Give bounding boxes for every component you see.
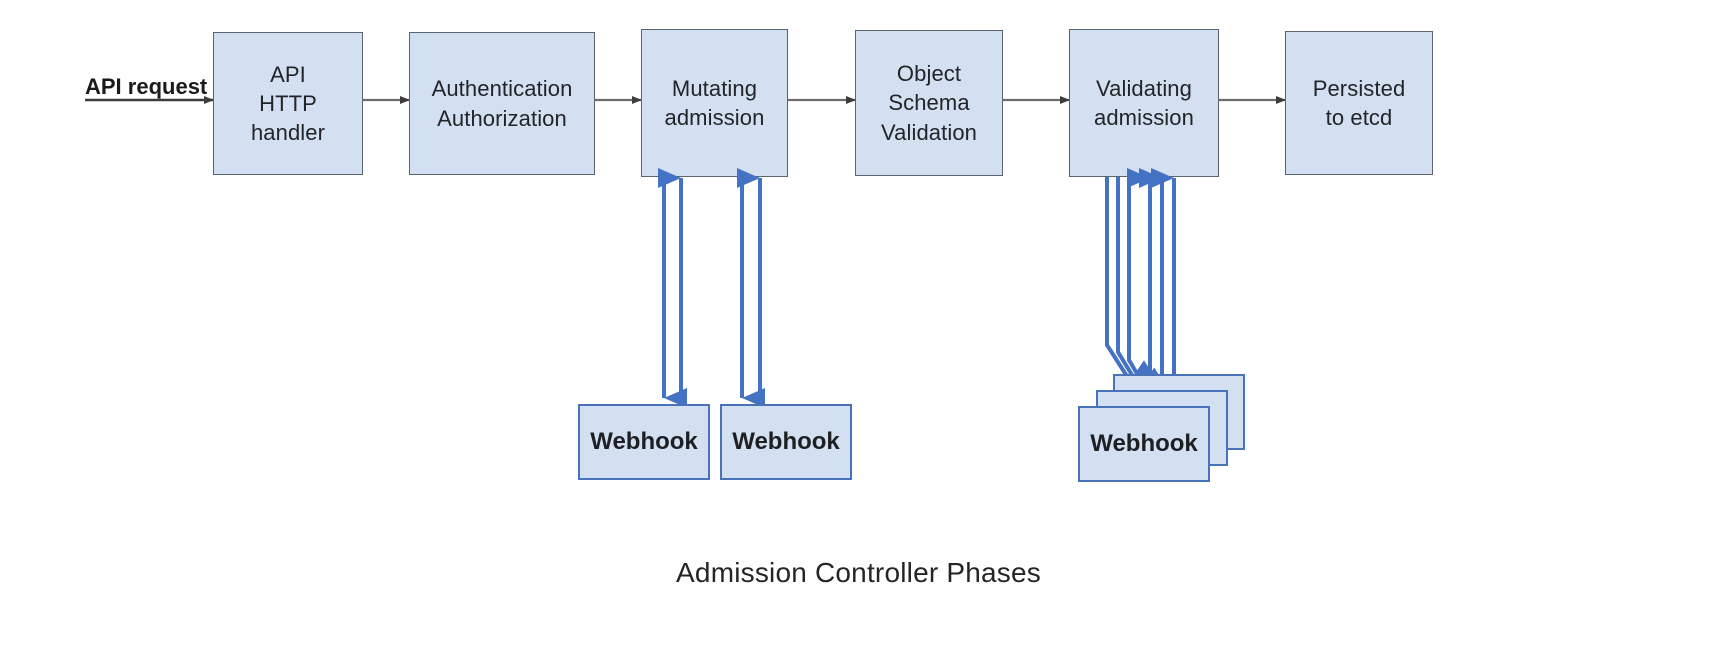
stage-box-api-http-handler[interactable]: API HTTP handler xyxy=(213,32,363,175)
stage-label: Object Schema Validation xyxy=(881,61,977,145)
diagram-caption: Admission Controller Phases xyxy=(676,557,1041,588)
api-request-label: API request xyxy=(85,74,208,99)
stage-label: API HTTP handler xyxy=(250,61,326,146)
stage-label: Persisted to etcd xyxy=(1312,75,1406,130)
stage-label: Mutating admission xyxy=(664,75,765,130)
stage-box-object-schema-validation[interactable]: Object Schema Validation xyxy=(855,30,1003,176)
webhook-box-validating-stack-front[interactable]: Webhook xyxy=(1078,406,1210,482)
stage-box-authentication[interactable]: Authentication Authorization xyxy=(409,32,595,175)
arrow-validating-to-webhook-stack-down-3 xyxy=(1127,177,1175,398)
arrow-validating-to-webhook-stack-down-1 xyxy=(1105,177,1155,383)
webhook-label: Webhook xyxy=(732,428,840,455)
webhook-box-mutating-1[interactable]: Webhook xyxy=(578,404,710,480)
stage-box-validating-admission[interactable]: Validating admission xyxy=(1069,29,1219,177)
webhook-label: Webhook xyxy=(590,428,698,455)
arrow-validating-to-webhook-stack-down-2 xyxy=(1116,177,1165,390)
stage-label: Authentication Authorization xyxy=(431,76,573,131)
stage-box-persisted-to-etcd[interactable]: Persisted to etcd xyxy=(1285,31,1433,175)
stage-label: Validating admission xyxy=(1094,75,1194,130)
webhook-box-mutating-2[interactable]: Webhook xyxy=(720,404,852,480)
webhook-label: Webhook xyxy=(1090,430,1198,457)
stage-box-mutating-admission[interactable]: Mutating admission xyxy=(641,29,788,177)
